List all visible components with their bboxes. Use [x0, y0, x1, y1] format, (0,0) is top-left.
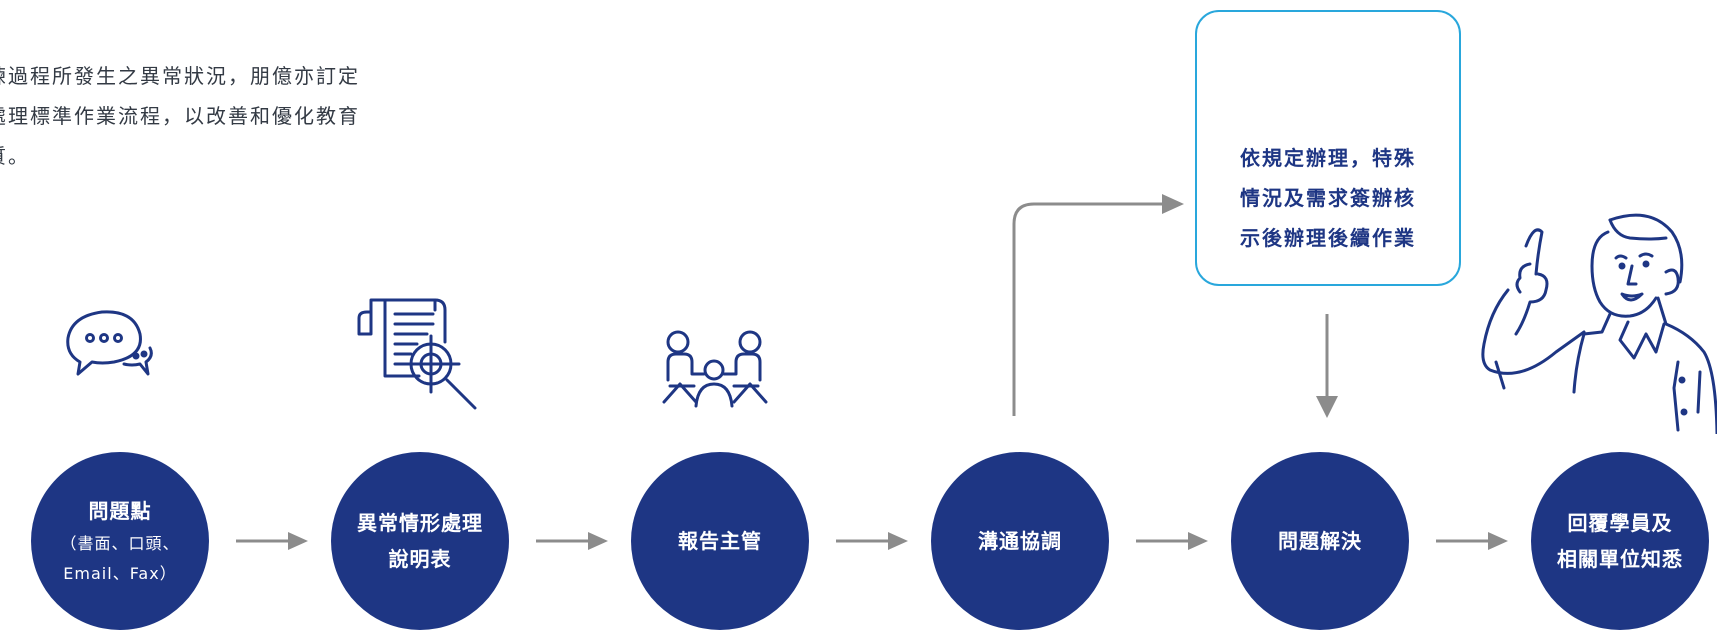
step-problem-point: 問題點 （書面、口頭、 Email、Fax） [31, 452, 209, 630]
step-title: 溝通協調 [978, 529, 1062, 553]
intro-line: 處理標準作業流程，以改善和優化教育 [0, 104, 360, 128]
step-problem-solved: 問題解決 [1231, 452, 1409, 630]
step-title: 問題解決 [1278, 529, 1362, 553]
branch-box-text: 依規定辦理，特殊 情況及需求簽辦核 示後辦理後續作業 [1197, 138, 1459, 258]
branch-box-line: 示後辦理後續作業 [1240, 226, 1416, 250]
flow-arrow [1136, 532, 1208, 550]
step-subtitle: Email、Fax） [63, 564, 177, 583]
branch-box-line: 情況及需求簽辦核 [1240, 186, 1416, 210]
flow-arrow [1436, 532, 1508, 550]
step-subtitle: （書面、口頭、 [60, 534, 180, 553]
meeting-people-icon [662, 330, 768, 408]
man-pointing-icon [1481, 213, 1717, 434]
branch-down-arrow [1316, 314, 1338, 418]
step-title: 問題點 [88, 499, 152, 523]
flow-arrow [836, 532, 908, 550]
branch-up-connector [1012, 194, 1184, 416]
chat-bubbles-icon [66, 310, 153, 376]
step-title: 相關單位知悉 [1557, 547, 1683, 571]
step-title: 異常情形處理 [357, 511, 483, 535]
step-title: 回覆學員及 [1567, 511, 1673, 535]
branch-box-line: 依規定辦理，特殊 [1240, 146, 1416, 170]
intro-text: 練過程所發生之異常狀況，朋億亦訂定 處理標準作業流程，以改善和優化教育 質。 [0, 56, 446, 176]
intro-line: 練過程所發生之異常狀況，朋億亦訂定 [0, 64, 360, 88]
step-title: 說明表 [388, 547, 452, 571]
branch-box: 依規定辦理，特殊 情況及需求簽辦核 示後辦理後續作業 [1195, 10, 1461, 286]
step-title: 報告主管 [678, 529, 762, 553]
step-exception-form: 異常情形處理 說明表 [331, 452, 509, 630]
step-reply: 回覆學員及 相關單位知悉 [1531, 452, 1709, 630]
flow-arrow [236, 532, 308, 550]
flow-arrow [536, 532, 608, 550]
step-report-supervisor: 報告主管 [631, 452, 809, 630]
intro-line: 質。 [0, 144, 30, 168]
document-search-icon [357, 298, 477, 410]
step-communication: 溝通協調 [931, 452, 1109, 630]
